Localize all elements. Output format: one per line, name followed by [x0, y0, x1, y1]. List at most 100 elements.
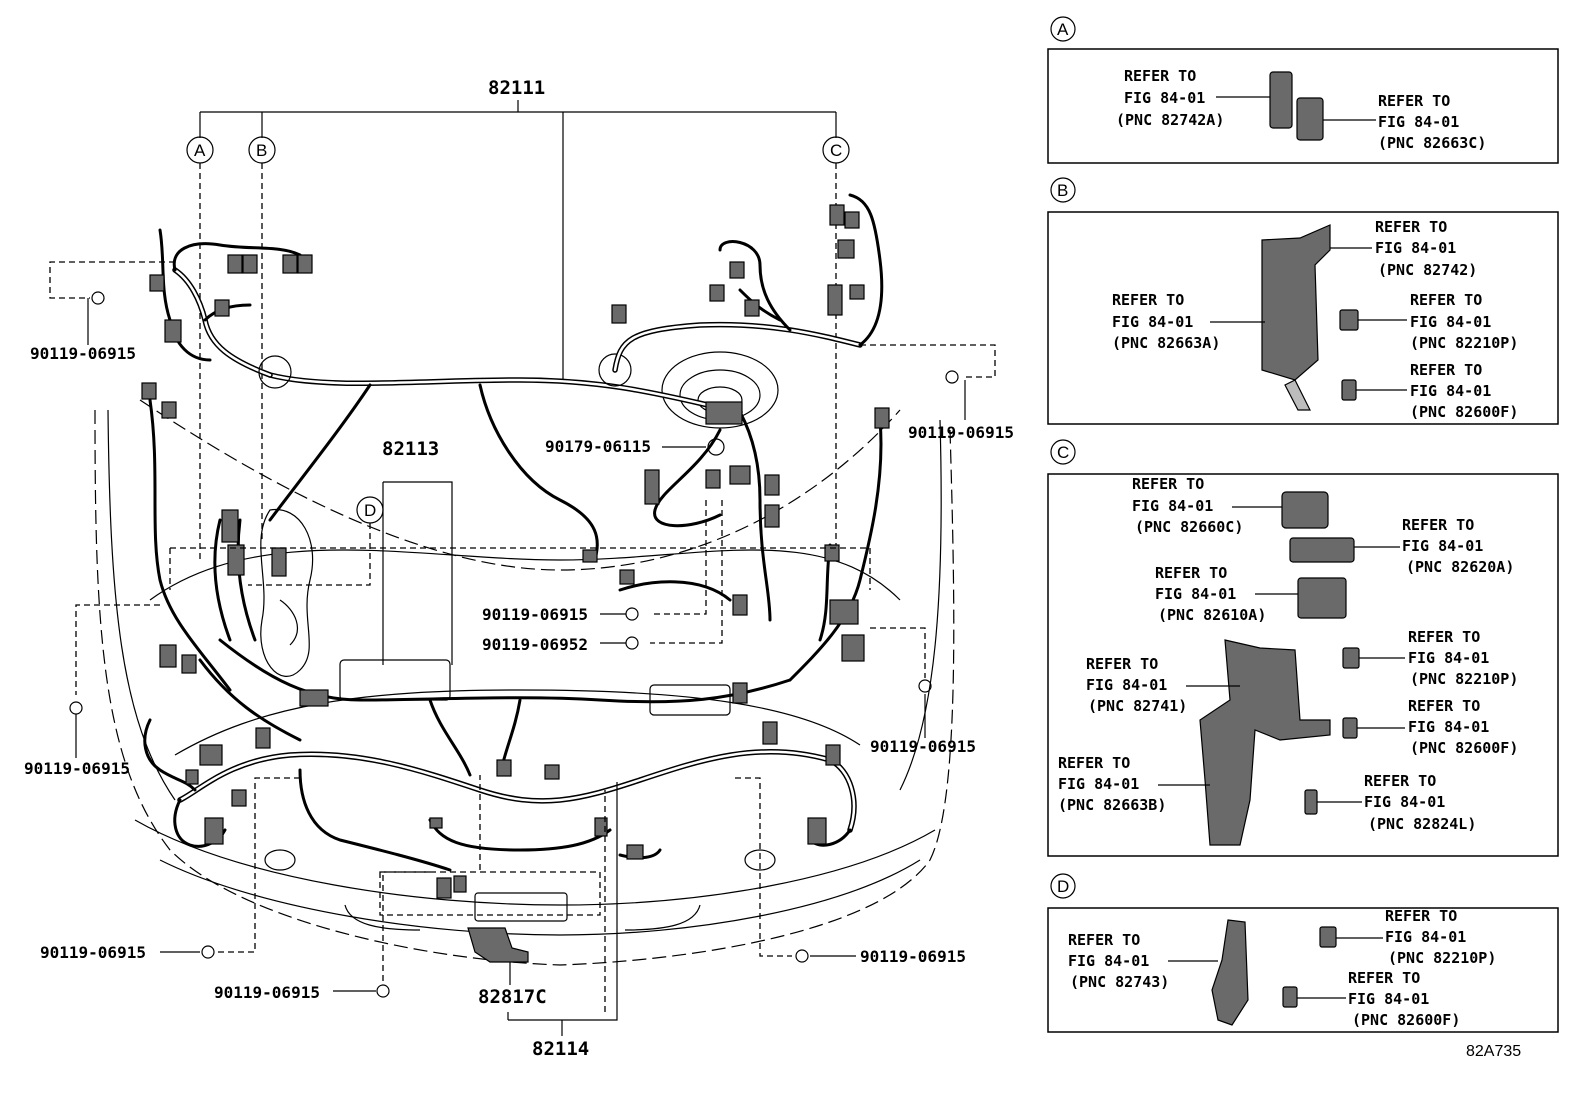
svg-text:REFER TO: REFER TO [1124, 67, 1196, 85]
svg-text:FIG 84-01: FIG 84-01 [1086, 676, 1167, 694]
detail-panel-D: D REFER TO FIG 84-01 (PNC 82210P) REFER … [1047, 873, 1559, 1033]
bolt-left-top: 90119-06915 [30, 261, 175, 363]
sub-harness-outline [169, 547, 871, 916]
bolt-left-mid: 90119-06915 [24, 604, 160, 778]
svg-text:82817C: 82817C [478, 986, 547, 1008]
connectors-main [141, 204, 890, 963]
svg-text:REFER TO: REFER TO [1348, 969, 1420, 987]
svg-text:FIG 84-01: FIG 84-01 [1132, 497, 1213, 515]
svg-text:REFER TO: REFER TO [1408, 628, 1480, 646]
svg-text:82114: 82114 [532, 1038, 589, 1060]
svg-text:(PNC 82210P): (PNC 82210P) [1388, 949, 1496, 967]
svg-text:(PNC 82742): (PNC 82742) [1378, 261, 1477, 279]
svg-text:FIG 84-01: FIG 84-01 [1068, 952, 1149, 970]
svg-text:REFER TO: REFER TO [1402, 516, 1474, 534]
bolt-right-top: 90119-06915 [860, 344, 1014, 442]
svg-text:FIG 84-01: FIG 84-01 [1155, 585, 1236, 603]
svg-text:(PNC 82610A): (PNC 82610A) [1158, 606, 1266, 624]
callout-B: B [248, 136, 276, 540]
svg-text:FIG 84-01: FIG 84-01 [1348, 990, 1429, 1008]
svg-text:(PNC 82663A): (PNC 82663A) [1112, 334, 1220, 352]
svg-text:(PNC 82620A): (PNC 82620A) [1406, 558, 1514, 576]
svg-text:FIG 84-01: FIG 84-01 [1124, 89, 1205, 107]
svg-text:REFER TO: REFER TO [1058, 754, 1130, 772]
svg-text:REFER TO: REFER TO [1410, 291, 1482, 309]
bolt-bottom-center: 90119-06915 [214, 871, 430, 1002]
detail-panel-A: A REFER TO FIG 84-01 (PNC 82742A) REFER … [1047, 16, 1559, 164]
svg-text:FIG 84-01: FIG 84-01 [1410, 313, 1491, 331]
svg-text:(PNC 82743): (PNC 82743) [1070, 973, 1169, 991]
svg-text:(PNC 82663B): (PNC 82663B) [1058, 796, 1166, 814]
callout-D: D [248, 496, 384, 586]
svg-text:(PNC 82600F): (PNC 82600F) [1410, 739, 1518, 757]
svg-text:REFER TO: REFER TO [1132, 475, 1204, 493]
svg-text:FIG 84-01: FIG 84-01 [1402, 537, 1483, 555]
detail-panel-B: B REFER TO FIG 84-01 (PNC 82742) REFER T… [1047, 177, 1559, 425]
bolt-label: 90119-06915 [30, 344, 136, 363]
svg-text:(PNC 82600F): (PNC 82600F) [1410, 403, 1518, 421]
svg-text:(PNC 82210P): (PNC 82210P) [1410, 334, 1518, 352]
svg-text:REFER TO: REFER TO [1385, 907, 1457, 925]
bolt-bottom-left: 90119-06915 [40, 777, 300, 962]
svg-text:FIG 84-01: FIG 84-01 [1375, 239, 1456, 257]
svg-text:FIG 84-01: FIG 84-01 [1058, 775, 1139, 793]
svg-text:FIG 84-01: FIG 84-01 [1410, 382, 1491, 400]
clip-center: 90179-06115 [545, 437, 725, 456]
callout-A: A [186, 136, 214, 560]
detail-panel-C: C REFER TO FIG 84-01 (PNC 82660C) REFER … [1047, 439, 1559, 857]
svg-text:FIG 84-01: FIG 84-01 [1364, 793, 1445, 811]
bolt-label: 90119-06915 [214, 983, 320, 1002]
svg-text:REFER TO: REFER TO [1112, 291, 1184, 309]
part-82111-label: 82111 [488, 77, 545, 99]
svg-text:(PNC 82824L): (PNC 82824L) [1368, 815, 1476, 833]
bolt-label: 90119-06915 [908, 423, 1014, 442]
svg-text:A: A [194, 141, 206, 160]
callout-C: C [822, 136, 850, 560]
svg-text:(PNC 82210P): (PNC 82210P) [1410, 670, 1518, 688]
svg-text:(PNC 82600F): (PNC 82600F) [1352, 1011, 1460, 1029]
svg-text:REFER TO: REFER TO [1408, 697, 1480, 715]
svg-text:REFER TO: REFER TO [1068, 931, 1140, 949]
bolt-label: 90119-06915 [482, 605, 588, 624]
wire-harness [143, 193, 884, 872]
svg-text:FIG 84-01: FIG 84-01 [1408, 649, 1489, 667]
figure-code: 82A735 [1466, 1043, 1521, 1060]
bolt-center-2: 90119-06952 [482, 500, 723, 654]
svg-text:D: D [1057, 877, 1069, 896]
bolt-bottom-right: 90119-06915 [735, 777, 966, 966]
bolt-label: 90119-06915 [870, 737, 976, 756]
part-82114: 82114 [479, 775, 618, 1060]
bolt-label: 90119-06915 [24, 759, 130, 778]
bolt-label: 90119-06915 [860, 947, 966, 966]
svg-text:D: D [364, 501, 376, 520]
main-harness-leader: 82111 [199, 77, 837, 380]
bolt-center-1: 90119-06915 [482, 500, 707, 624]
svg-text:(PNC 82660C): (PNC 82660C) [1135, 518, 1243, 536]
svg-text:C: C [830, 141, 842, 160]
svg-text:B: B [1057, 181, 1068, 200]
svg-text:B: B [256, 141, 267, 160]
svg-text:FIG 84-01: FIG 84-01 [1408, 718, 1489, 736]
svg-text:REFER TO: REFER TO [1364, 772, 1436, 790]
svg-text:(PNC 82742A): (PNC 82742A) [1116, 111, 1224, 129]
bolt-right-mid: 90119-06915 [870, 627, 976, 756]
part-82817C: 82817C [478, 962, 547, 1008]
svg-text:REFER TO: REFER TO [1375, 218, 1447, 236]
svg-text:REFER TO: REFER TO [1155, 564, 1227, 582]
part-82113-label: 82113 [382, 438, 439, 460]
clip-label: 90179-06115 [545, 437, 651, 456]
svg-text:FIG 84-01: FIG 84-01 [1112, 313, 1193, 331]
bolt-label: 90119-06952 [482, 635, 588, 654]
svg-text:FIG 84-01: FIG 84-01 [1378, 113, 1459, 131]
sub-harness-leader: 82113 [382, 438, 453, 665]
svg-text:FIG 84-01: FIG 84-01 [1385, 928, 1466, 946]
svg-text:REFER TO: REFER TO [1378, 92, 1450, 110]
svg-text:REFER TO: REFER TO [1086, 655, 1158, 673]
svg-text:(PNC 82741): (PNC 82741) [1088, 697, 1187, 715]
svg-text:(PNC 82663C): (PNC 82663C) [1378, 134, 1486, 152]
svg-text:C: C [1057, 443, 1069, 462]
svg-text:A: A [1057, 20, 1069, 39]
vehicle-body-outline [94, 351, 955, 966]
